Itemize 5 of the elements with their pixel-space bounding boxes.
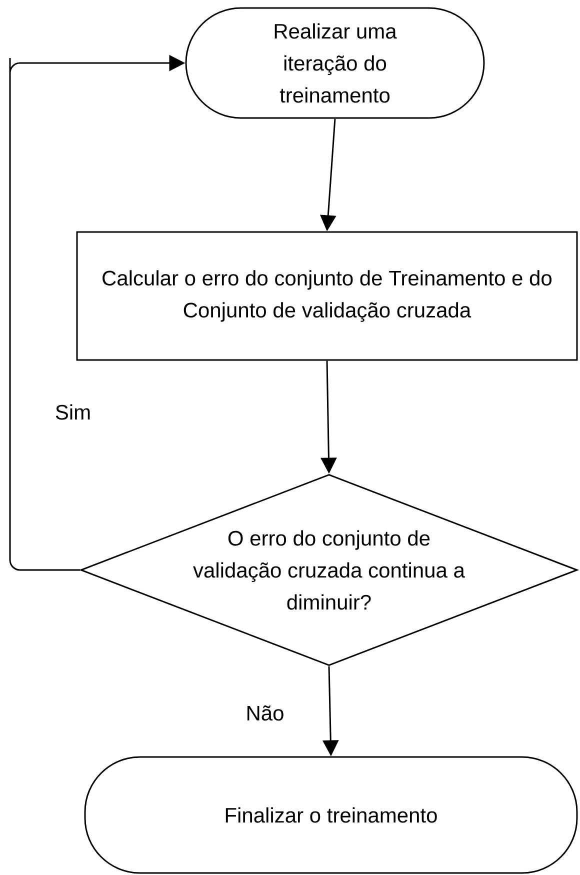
terminal-box: Realizar uma iteração do treinamento: [185, 7, 485, 119]
terminal-box: Finalizar o treinamento: [84, 756, 578, 874]
edge-label: Sim: [54, 403, 92, 421]
process-box: Calcular o erro do conjunto de Treinamento e do Conjunto de validação cruzada: [76, 231, 578, 361]
edge-label: Não: [244, 704, 286, 722]
